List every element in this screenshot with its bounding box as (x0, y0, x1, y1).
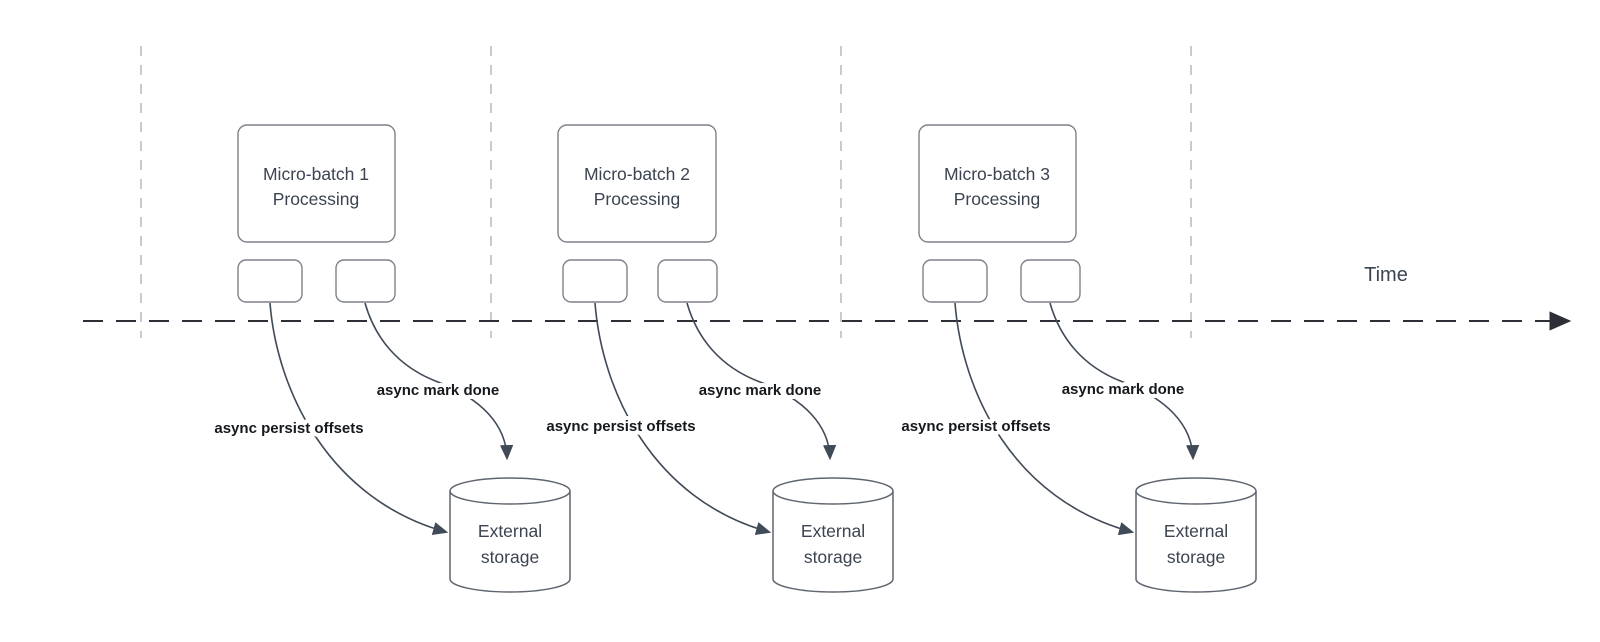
batch-title-line1: Micro-batch 3 (944, 164, 1050, 184)
storage-title-line2: storage (481, 547, 539, 567)
cylinder-body (772, 491, 894, 593)
batch-title-line2: Processing (954, 189, 1041, 209)
done-arrow-label: async mark done (699, 382, 822, 399)
storage-title-line1: External (478, 521, 542, 541)
batch-box (557, 124, 717, 243)
persist-arrow-label: async persist offsets (901, 418, 1050, 435)
done-task-box (1020, 259, 1081, 303)
batch-title-line1: Micro-batch 1 (263, 164, 369, 184)
storage-cylinder (1135, 477, 1257, 593)
persist-offsets-arrow (269, 302, 449, 536)
persist-arrow-label: async persist offsets (214, 420, 363, 437)
done-task-box (657, 259, 718, 303)
storage-title: External storage (478, 521, 542, 567)
mark-done-arrow (364, 302, 514, 461)
persist-offsets-arrow (594, 302, 772, 536)
storage-title-line2: storage (1167, 547, 1225, 567)
batch-title: Micro-batch 3 Processing (944, 164, 1050, 209)
storage-title-line1: External (1164, 521, 1228, 541)
persist-arrow-label: async persist offsets (546, 418, 695, 435)
batch-box (918, 124, 1077, 243)
offset-task-box (562, 259, 628, 303)
persist-offsets-arrow (954, 302, 1135, 536)
mark-done-arrow (1049, 302, 1200, 461)
batch-title: Micro-batch 1 Processing (263, 164, 369, 209)
storage-title: External storage (801, 521, 865, 567)
batch-title-line1: Micro-batch 2 (584, 164, 690, 184)
cylinder-top (449, 477, 571, 505)
cylinder-top (772, 477, 894, 505)
batch-title: Micro-batch 2 Processing (584, 164, 690, 209)
cylinder-body (449, 491, 571, 593)
offset-task-box (922, 259, 988, 303)
storage-cylinder (449, 477, 571, 593)
storage-title-line1: External (801, 521, 865, 541)
batch-title-line2: Processing (273, 189, 360, 209)
storage-title: External storage (1164, 521, 1228, 567)
done-arrow-label: async mark done (377, 382, 500, 399)
time-axis-label: Time (1364, 264, 1408, 286)
storage-cylinder (772, 477, 894, 593)
batch-title-line2: Processing (594, 189, 681, 209)
offset-task-box (237, 259, 303, 303)
storage-title-line2: storage (804, 547, 862, 567)
batch-box (237, 124, 396, 243)
mark-done-arrow (686, 302, 837, 461)
done-task-box (335, 259, 396, 303)
cylinder-body (1135, 491, 1257, 593)
cylinder-top (1135, 477, 1257, 505)
done-arrow-label: async mark done (1062, 381, 1185, 398)
